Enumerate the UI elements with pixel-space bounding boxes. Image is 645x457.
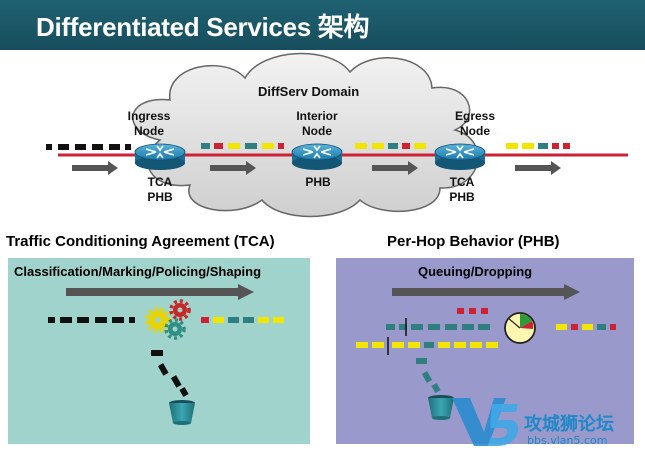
diffserv-domain-label: DiffServ Domain	[258, 84, 360, 99]
watermark-brand: 攻城狮论坛	[524, 414, 614, 435]
ingress-function-label: TCA PHB	[132, 175, 188, 205]
ingress-node-label: Ingress Node	[118, 109, 180, 139]
interior-router-icon	[291, 143, 343, 170]
flow-arrows	[72, 161, 561, 175]
ingress-router-icon	[134, 143, 186, 170]
tca-panel: Classification/Marking/Policing/Shaping	[8, 258, 310, 444]
interior-function-label: PHB	[290, 175, 346, 190]
tca-bucket-icon	[169, 400, 195, 425]
phb-flow-arrow	[392, 284, 580, 300]
tca-input-packets	[48, 317, 135, 323]
tca-section-title: Traffic Conditioning Agreement (TCA)	[6, 233, 275, 250]
scheduler-clock-icon	[504, 312, 536, 344]
flow-arrow-4	[515, 161, 561, 175]
egress-router-icon	[434, 143, 486, 170]
tca-flow-arrow	[66, 284, 254, 300]
packet-stream-outgoing	[506, 143, 570, 149]
phb-top-queue-packets	[457, 308, 488, 314]
packet-stream-marked-1	[201, 143, 284, 149]
gears-icon	[145, 299, 191, 340]
ingress-name-line1: Ingress	[127, 109, 171, 123]
packet-stream-marked-2	[355, 143, 426, 149]
egress-node-label: Egress Node	[444, 109, 506, 139]
phb-functions-label: Queuing/Dropping	[418, 264, 533, 279]
interior-name-line1: Interior	[296, 109, 338, 123]
phb-dropped-packets	[416, 358, 441, 393]
egress-name-line2: Node	[460, 124, 490, 138]
flow-arrow-2	[210, 161, 256, 175]
egress-function-label: TCA PHB	[434, 175, 490, 205]
flow-arrow-1	[72, 161, 118, 175]
ingress-name-line2: Node	[134, 124, 164, 138]
phb-bucket-icon	[428, 395, 454, 420]
phb-queue-1	[386, 318, 490, 336]
tca-illustration	[48, 284, 284, 425]
tca-marked-packets	[201, 317, 284, 323]
interior-name-line2: Node	[302, 124, 332, 138]
interior-func-line1: PHB	[305, 175, 331, 189]
egress-name-line1: Egress	[454, 109, 496, 123]
egress-func-line2: PHB	[449, 190, 475, 204]
page-title: Differentiated Services 架构	[36, 12, 370, 42]
tca-dropped-packets	[151, 350, 189, 397]
interior-node-label: Interior Node	[286, 109, 348, 139]
egress-func-line1: TCA	[449, 175, 475, 189]
flow-arrow-3	[372, 161, 418, 175]
phb-illustration	[356, 284, 616, 420]
tca-functions-label: Classification/Marking/Policing/Shaping	[14, 264, 262, 279]
phb-section-title: Per-Hop Behavior (PHB)	[387, 233, 560, 250]
phb-output-packets	[556, 324, 616, 330]
ingress-func-line1: TCA	[147, 175, 173, 189]
title-bar: Differentiated Services 架构	[0, 0, 645, 50]
watermark-url: bbs.vlan5.com	[527, 434, 608, 447]
diffserv-cloud	[132, 52, 479, 218]
packet-stream-incoming	[46, 144, 131, 150]
phb-queue-2	[356, 337, 498, 355]
ingress-func-line2: PHB	[147, 190, 173, 204]
